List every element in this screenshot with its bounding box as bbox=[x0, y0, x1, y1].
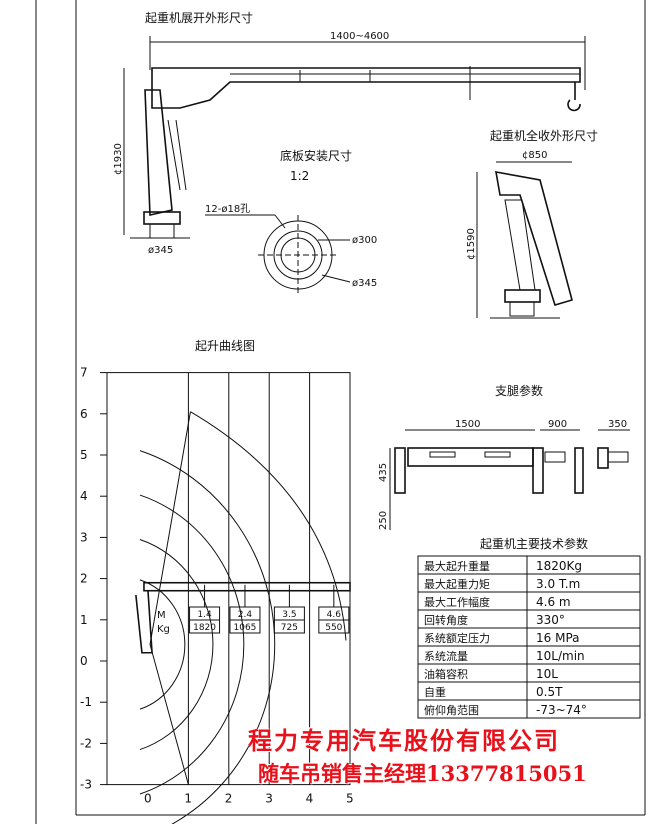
x-tick-label: 3 bbox=[265, 792, 273, 806]
dim-d300: ø300 bbox=[352, 235, 377, 246]
spec-value: 0.5T bbox=[536, 685, 563, 699]
y-tick-label: -3 bbox=[80, 778, 92, 792]
spec-name: 最大工作幅度 bbox=[424, 595, 490, 609]
dim-leg-435: 435 bbox=[378, 463, 389, 482]
spec-value: 330° bbox=[536, 613, 565, 627]
base-plate-view bbox=[205, 214, 351, 295]
lifting-curve-chart: 0 1 2 3 4 5 7 6 5 4 3 2 1 0 -1 -2 -3 M Kg 1.4 1820 2.4 1065 3.5… bbox=[80, 366, 354, 824]
y-tick-label: 1 bbox=[80, 613, 88, 627]
spec-value: 10L/min bbox=[536, 649, 585, 663]
dim-leg-350: 350 bbox=[608, 419, 627, 430]
title-base: 底板安装尺寸 bbox=[280, 148, 352, 163]
range-arc bbox=[139, 494, 245, 795]
watermark-contact: 随车吊销售主经理13377815051 bbox=[258, 761, 587, 786]
table-border bbox=[417, 555, 641, 719]
y-tick-label: 2 bbox=[80, 572, 88, 586]
title-legs: 支腿参数 bbox=[495, 383, 543, 398]
folded-crane-view: ¢850 ¢1590 bbox=[466, 150, 573, 319]
y-tick-label: 0 bbox=[80, 654, 88, 668]
load-radius: 2.4 bbox=[238, 610, 253, 620]
spec-name: 回转角度 bbox=[424, 613, 468, 627]
load-value: 550 bbox=[325, 623, 342, 633]
load-label-kg: Kg bbox=[157, 624, 170, 635]
spec-name: 系统流量 bbox=[424, 649, 468, 663]
extended-crane-view: 1400~4600 ¢1930 ø345 bbox=[113, 31, 586, 256]
specs-table: 最大起升重量 1820Kg 最大起重力矩 3.0 T.m 最大工作幅度 4.6 m 回转角度… bbox=[417, 555, 641, 719]
y-tick-label: 4 bbox=[80, 489, 88, 503]
outrigger-view bbox=[389, 429, 630, 530]
range-arc bbox=[139, 450, 276, 824]
y-tick-label: 3 bbox=[80, 530, 88, 544]
y-tick-label: 5 bbox=[80, 448, 88, 462]
title-extended: 起重机展开外形尺寸 bbox=[145, 11, 253, 25]
x-tick-label: 4 bbox=[306, 792, 314, 806]
crane-column bbox=[135, 590, 153, 654]
x-tick-label: 2 bbox=[225, 792, 233, 806]
dim-holes: 12-ø18孔 bbox=[205, 203, 250, 215]
load-value: 1065 bbox=[234, 623, 257, 633]
title-curve: 起升曲线图 bbox=[195, 339, 255, 353]
y-tick-label: 6 bbox=[80, 407, 88, 421]
y-tick-label: -2 bbox=[80, 736, 92, 750]
spec-name: 系统额定压力 bbox=[424, 631, 490, 645]
dim-leg-250: 250 bbox=[378, 511, 389, 530]
boom bbox=[143, 581, 351, 592]
y-tick-label: 7 bbox=[80, 366, 88, 380]
base-scale: 1:2 bbox=[290, 169, 309, 183]
y-tick-label: -1 bbox=[80, 695, 92, 709]
spec-value: 1820Kg bbox=[536, 559, 582, 573]
envelope-line bbox=[149, 411, 191, 785]
dim-reach: 1400~4600 bbox=[330, 31, 389, 42]
load-radius: 4.6 bbox=[327, 610, 342, 620]
load-value: 725 bbox=[281, 623, 298, 633]
dim-leg-900: 900 bbox=[548, 419, 567, 430]
spec-value: 3.0 T.m bbox=[536, 577, 580, 591]
spec-name: 最大起重力矩 bbox=[424, 577, 490, 591]
dim-height-fold: ¢1590 bbox=[466, 228, 477, 260]
title-specs: 起重机主要技术参数 bbox=[480, 536, 588, 551]
dim-height-ext: ¢1930 bbox=[113, 143, 124, 175]
load-value: 1820 bbox=[193, 623, 216, 633]
spec-name: 自重 bbox=[424, 685, 446, 699]
title-folded: 起重机全收外形尺寸 bbox=[490, 128, 598, 143]
dim-leg-1500: 1500 bbox=[455, 419, 480, 430]
load-radius: 3.5 bbox=[282, 610, 296, 620]
watermark-company: 程力专用汽车股份有限公司 bbox=[248, 726, 560, 755]
load-label-m: M bbox=[157, 610, 166, 621]
spec-name: 俯仰角范围 bbox=[424, 703, 479, 717]
dim-d345: ø345 bbox=[352, 278, 377, 289]
load-radius: 1.4 bbox=[197, 610, 212, 620]
spec-name: 最大起升重量 bbox=[424, 559, 490, 573]
spec-value: -73~74° bbox=[536, 703, 587, 717]
x-tick-label: 5 bbox=[346, 792, 354, 806]
envelope-curve bbox=[190, 411, 347, 641]
spec-value: 10L bbox=[536, 667, 558, 681]
x-tick-label: 0 bbox=[144, 792, 152, 806]
spec-value: 4.6 m bbox=[536, 595, 571, 609]
dim-width-fold: ¢850 bbox=[522, 150, 547, 161]
dim-base-ext: ø345 bbox=[148, 245, 173, 256]
spec-value: 16 MPa bbox=[536, 631, 580, 645]
spec-name: 油箱容积 bbox=[424, 667, 468, 681]
x-tick-label: 1 bbox=[184, 792, 192, 806]
